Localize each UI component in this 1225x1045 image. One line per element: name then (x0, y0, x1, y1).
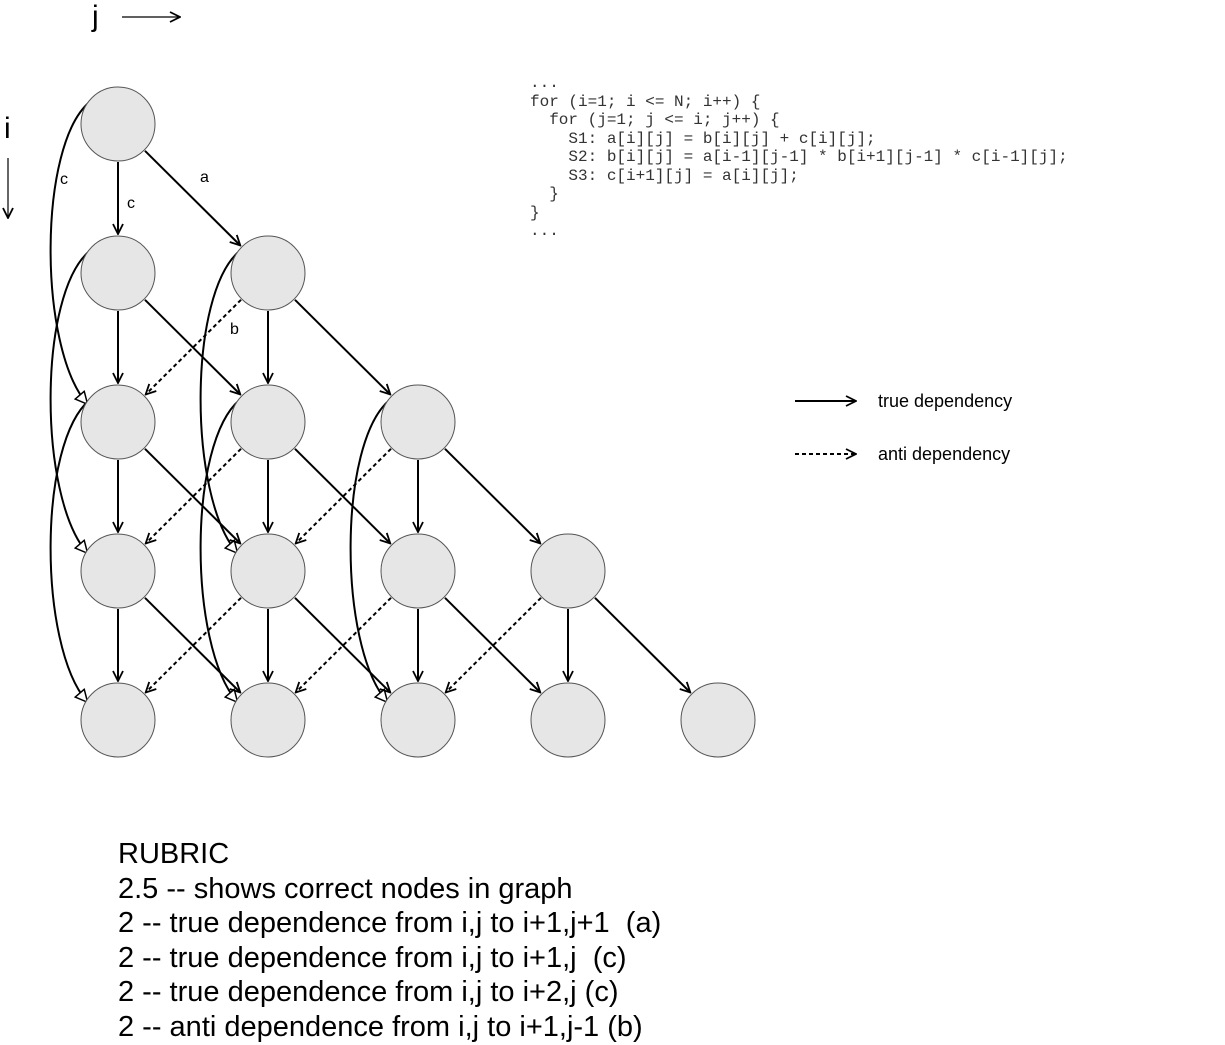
code-line: for (i=1; i <= N; i++) { (530, 92, 761, 111)
graph-node (230, 682, 306, 758)
j-axis-label: j (91, 0, 99, 33)
anti-dependency-edge (296, 597, 392, 693)
rubric-item: 2 -- anti dependence from i,j to i+1,j-1… (118, 1010, 643, 1043)
legend-anti-dependency-label: anti dependency (878, 444, 1010, 464)
edge-label-c-vertical: c (127, 195, 135, 212)
nodes (80, 86, 756, 758)
graph-node (530, 533, 606, 609)
code-listing: ...for (i=1; i <= N; i++) { for (j=1; j … (530, 74, 1068, 241)
rubric-item: 2.5 -- shows correct nodes in graph (118, 872, 573, 905)
anti-dependency-edge (146, 448, 242, 544)
true-dependency-skip-edge (49, 399, 91, 702)
rubric-item: 2 -- true dependence from i,j to i+1,j (… (118, 941, 627, 974)
true-dependency-skip-edge (199, 399, 241, 702)
code-line: ... (530, 74, 559, 92)
anti-dependency-edge (146, 299, 242, 395)
graph-node (80, 235, 156, 311)
rubric-item: 2 -- true dependence from i,j to i+2,j (… (118, 976, 619, 1008)
true-dependency-edge (144, 299, 240, 395)
code-line: S3: c[i+1][j] = a[i][j]; (530, 166, 799, 185)
true-dependency-edge (144, 448, 240, 544)
edges (49, 101, 691, 702)
edge-label-b: b (230, 321, 239, 338)
code-line: S2: b[i][j] = a[i-1][j-1] * b[i+1][j-1] … (530, 148, 1068, 166)
graph-node (80, 384, 156, 460)
edge-label-c-skip: c (60, 171, 68, 188)
true-dependency-edge (594, 597, 690, 693)
graph-node (380, 533, 456, 609)
true-dependency-skip-edge (49, 250, 91, 553)
code-line: } (530, 203, 540, 222)
anti-dependency-edge (146, 597, 242, 693)
true-dependency-skip-edge (199, 250, 241, 553)
i-axis-label: i (4, 112, 11, 145)
graph-node (230, 384, 306, 460)
rubric-item: 2 -- true dependence from i,j to i+1,j+1… (118, 907, 662, 939)
true-dependency-edge (144, 150, 240, 246)
edge-label-a: a (200, 169, 209, 186)
code-line: } (530, 185, 559, 203)
graph-node (530, 682, 606, 758)
true-dependency-edge (444, 448, 540, 544)
graph-node (680, 682, 756, 758)
true-dependency-edge (294, 448, 390, 544)
graph-node (80, 86, 156, 162)
rubric-title: RUBRIC (118, 838, 230, 870)
anti-dependency-edge (446, 597, 542, 693)
graph-node (380, 682, 456, 758)
true-dependency-skip-edge (349, 399, 391, 702)
true-dependency-edge (294, 597, 390, 693)
anti-dependency-edge (296, 448, 392, 544)
graph-node (80, 682, 156, 758)
rubric: RUBRIC 2.5 -- shows correct nodes in gra… (118, 837, 661, 1044)
code-line: ... (530, 222, 559, 240)
graph-node (80, 533, 156, 609)
true-dependency-edge (144, 597, 240, 693)
graph-node (230, 533, 306, 609)
graph-node (230, 235, 306, 311)
code-line: S1: a[i][j] = b[i][j] + c[i][j]; (530, 129, 876, 148)
code-line: for (j=1; j <= i; j++) { (530, 111, 780, 129)
graph-node (380, 384, 456, 460)
legend: true dependency anti dependency (795, 391, 1012, 464)
true-dependency-edge (294, 299, 390, 395)
true-dependency-skip-edge (49, 101, 91, 404)
legend-true-dependency-label: true dependency (878, 391, 1012, 411)
true-dependency-edge (444, 597, 540, 693)
